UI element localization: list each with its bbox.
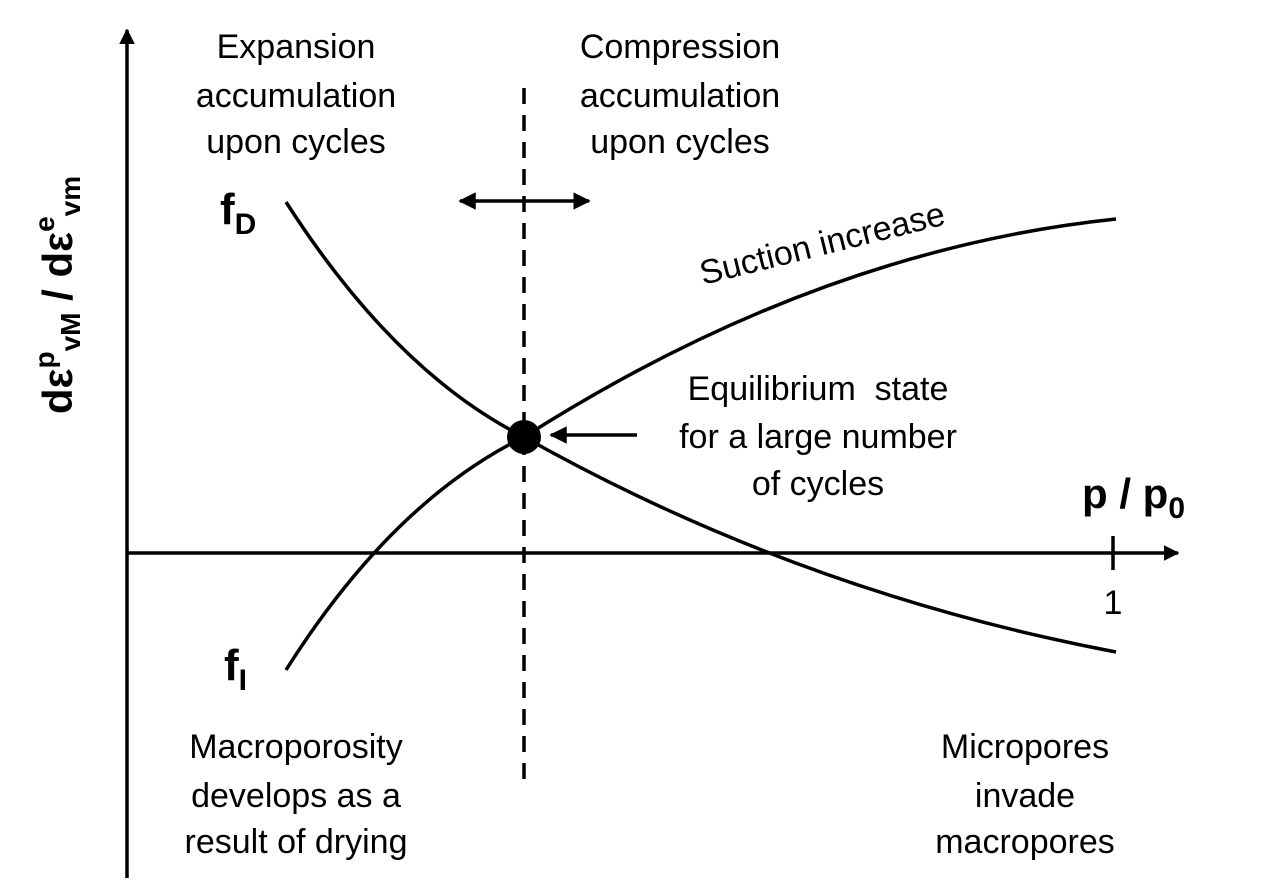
y-label-base: dε — [34, 368, 81, 414]
expansion-label: Expansion accumulation upon cycles — [196, 28, 396, 161]
suction-increase-label: Suction increase — [696, 195, 949, 293]
equilibrium-line-1: Equilibrium state — [688, 370, 949, 408]
curve-fD — [284, 201, 1117, 654]
compression-line-3: upon cycles — [590, 123, 770, 161]
y-axis-label: dεpvM / dεevm — [29, 176, 86, 414]
equilibrium-label: Equilibrium state for a large number of … — [679, 370, 957, 503]
y-label-sup1: p — [29, 351, 60, 368]
curve-label-fI: fI — [224, 641, 247, 697]
micropores-line-2: invade — [975, 777, 1075, 815]
fI-base: f — [224, 641, 239, 690]
equilibrium-point — [507, 420, 541, 454]
expansion-line-2: accumulation — [196, 77, 396, 115]
x-axis-label: p / p0 — [1082, 470, 1185, 525]
equilibrium-line-2: for a large number — [679, 418, 957, 456]
macroporosity-line-3: result of drying — [185, 823, 408, 861]
y-label-mid: / dε — [34, 232, 81, 313]
curve-label-fD: fD — [220, 185, 256, 241]
y-label-sup2: e — [29, 216, 60, 232]
micropores-label: Micropores invade macropores — [935, 728, 1115, 861]
x-label-sub: 0 — [1168, 492, 1185, 525]
macroporosity-label: Macroporosity develops as a result of dr… — [185, 728, 408, 861]
compression-line-1: Compression — [580, 28, 780, 66]
expansion-line-3: upon cycles — [206, 123, 386, 161]
y-label-sub1: vM — [55, 313, 86, 352]
micropores-line-3: macropores — [935, 823, 1115, 861]
fI-sub: I — [239, 664, 247, 697]
macroporosity-line-2: develops as a — [191, 777, 401, 815]
macroporosity-line-1: Macroporosity — [189, 728, 403, 766]
curve-fI — [284, 217, 1117, 671]
x-tick-label: 1 — [1104, 584, 1123, 622]
compression-line-2: accumulation — [580, 77, 780, 115]
expansion-line-1: Expansion — [217, 28, 376, 66]
fD-sub: D — [235, 208, 257, 241]
equilibrium-line-3: of cycles — [752, 465, 884, 503]
y-label-sub2: vm — [55, 176, 86, 216]
x-label-base: p / p — [1082, 470, 1168, 517]
fD-base: f — [220, 185, 235, 234]
compression-label: Compression accumulation upon cycles — [580, 28, 780, 161]
micropores-line-1: Micropores — [941, 728, 1109, 766]
